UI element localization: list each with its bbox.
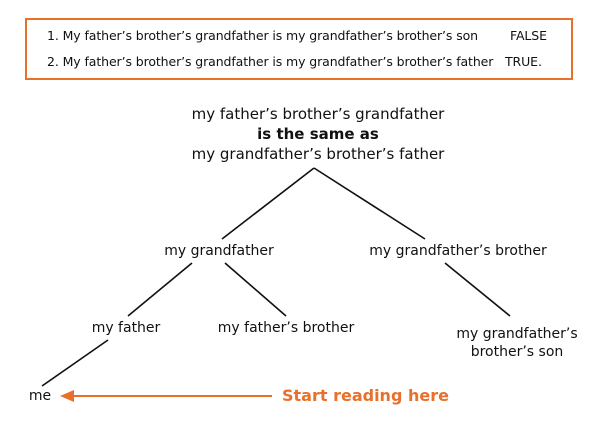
statement-1: 1. My father’s brother’s grandfather is … <box>47 28 547 43</box>
node-my-grandfather: my grandfather <box>164 243 274 259</box>
arrow-head-icon <box>60 390 74 402</box>
edge-root-grandfathers-brother <box>313 167 426 240</box>
node-my-grandfathers-brother: my grandfather’s brother <box>369 243 547 259</box>
statement-2-text: 2. My father’s brother’s grandfather is … <box>47 54 494 69</box>
statement-1-text: 1. My father’s brother’s grandfather is … <box>47 28 478 43</box>
edge-grandfathers-brother-son <box>444 262 511 317</box>
node-son-line-2: brother’s son <box>470 344 564 360</box>
node-my-fathers-brother: my father’s brother <box>217 320 355 336</box>
edge-father-me <box>41 339 109 387</box>
edge-grandfather-fathers-brother <box>224 262 287 317</box>
start-reading-callout: Start reading here <box>282 386 449 405</box>
statements-box: 1. My father’s brother’s grandfather is … <box>25 18 573 80</box>
node-son-line-1: my grandfather’s <box>456 326 578 342</box>
edge-grandfather-father <box>127 262 193 317</box>
root-line-1: my father’s brother’s grandfather <box>191 105 445 123</box>
statement-1-verdict: FALSE <box>510 28 547 43</box>
edge-root-grandfather <box>221 167 315 240</box>
node-my-grandfathers-brothers-son: my grandfather’s brother’s son <box>456 325 577 361</box>
root-line-2: is the same as <box>257 125 379 143</box>
root-node: my father’s brother’s grandfather is the… <box>192 104 445 164</box>
node-my-father: my father <box>91 320 161 336</box>
statement-2-verdict: TRUE. <box>505 54 542 69</box>
statement-2: 2. My father’s brother’s grandfather is … <box>47 54 542 69</box>
root-line-3: my grandfather’s brother’s father <box>191 145 445 163</box>
node-me: me <box>28 388 52 404</box>
